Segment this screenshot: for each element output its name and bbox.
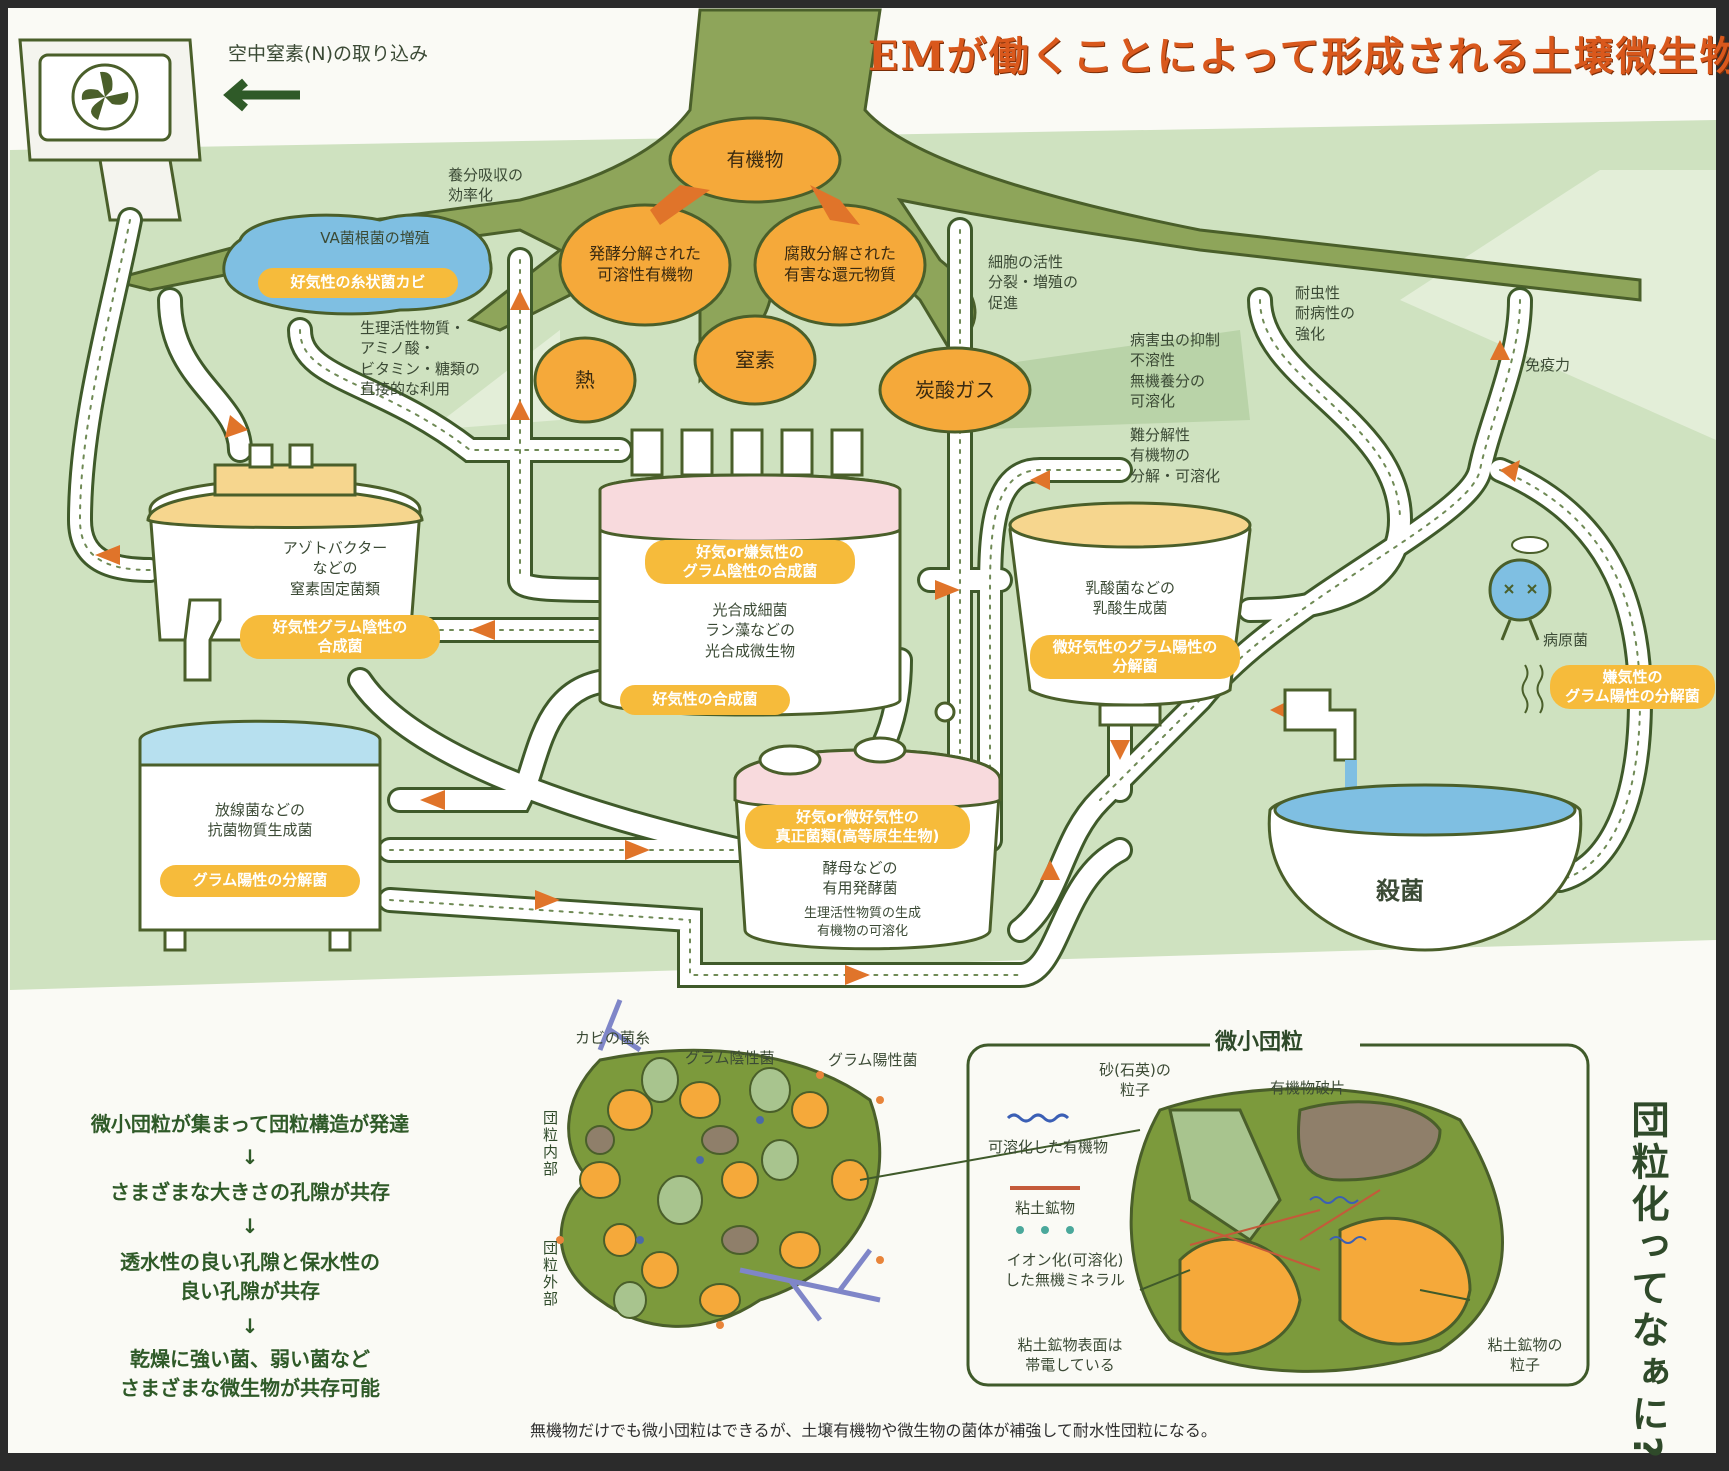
yeast-sub-label: 生理活性物質の生成 有機物の可溶化: [803, 906, 921, 939]
actinomycetes-pill: グラム陽性の分解菌: [160, 865, 360, 897]
soluble-organic-label: 可溶化した有機物: [988, 1138, 1109, 1156]
immunity-label: 免疫力: [1525, 356, 1571, 374]
tank-photosynthetic: [598, 428, 902, 717]
sterilize-bowl: [1267, 688, 1583, 952]
disease-resist-label: 耐虫性 耐病性の 強化: [1295, 284, 1356, 343]
ion-label: イオン化(可溶化) した無機ミネラル: [1004, 1251, 1125, 1290]
tank-actinomycetes: [138, 719, 382, 952]
photosynthetic-pill-top: 好気or嫌気性の グラム陰性の合成菌: [645, 540, 855, 584]
sterilize-label: 殺菌: [1376, 877, 1424, 905]
flow-arrows: [95, 290, 1520, 985]
pathogen-label: 病原菌: [1543, 631, 1589, 649]
page-title: EMが働くことによって形成される土壌微生物叢: [868, 33, 1729, 80]
aggregate-cluster: [556, 999, 884, 1329]
what-is-aggregation-label: 団粒化ってなぁに?: [1625, 1100, 1669, 1463]
organic-fragment-label: 有機物破片: [1270, 1079, 1346, 1097]
inside-label: 団粒内部: [541, 1110, 559, 1178]
footnote: 無機物だけでも微小団粒はできるが、土壌有機物や微生物の菌体が補強して耐水性団粒に…: [530, 1421, 1217, 1440]
anaerobic-pill: 嫌気性の グラム陽性の分解菌: [1550, 665, 1715, 709]
decompose-arrows: [650, 185, 860, 225]
photosynthetic-pill-bottom: 好気性の合成菌: [620, 685, 790, 715]
tank-yeast: [733, 701, 1002, 951]
rot-label: 腐敗分解された 有害な還元物質: [783, 244, 896, 284]
micro-aggregate: [1129, 1087, 1504, 1373]
gram-pos-label: グラム陽性菌: [828, 1051, 918, 1069]
flow-arrow-3: ↓: [241, 1314, 259, 1338]
gram-neg-label: グラム陰性菌: [685, 1049, 775, 1067]
fan-box-icon: [18, 38, 202, 222]
co2-label: 炭酸ガス: [915, 378, 995, 402]
flow-arrow-1: ↓: [241, 1145, 259, 1169]
organic-matter-label: 有機物: [726, 148, 784, 171]
flow-step-2: さまざまな大きさの孔隙が共存: [110, 1180, 390, 1204]
azotobacter-label: アゾトバクター などの 窒素固定菌類: [282, 539, 388, 598]
azotobacter-pill: 好気性グラム陰性の 合成菌: [240, 615, 440, 659]
sand-label: 砂(石英)の 粒子: [1099, 1061, 1171, 1100]
micro-aggregate-title: 微小団粒: [1215, 1030, 1304, 1055]
va-fungi-pill: 好気性の糸状菌カビ: [258, 268, 458, 298]
clay-charge-label: 粘土鉱物表面は 帯電している: [1017, 1336, 1123, 1375]
left-arrow-icon: [223, 78, 300, 112]
physio-substances-label: 生理活性物質・ アミノ酸・ ビタミン・糖類の 直接的な利用: [360, 319, 481, 398]
flow-step-1: 微小団粒が集まって団粒構造が発達: [90, 1112, 410, 1136]
heat-label: 熱: [575, 368, 595, 392]
fungi-pill: 好気or微好気性の 真正菌類(高等原生生物): [745, 805, 970, 849]
lactic-label: 乳酸菌などの 乳酸生成菌: [1084, 579, 1175, 618]
clay-label: 粘土鉱物: [1015, 1199, 1076, 1217]
ion-legend-icon: [1016, 1226, 1074, 1234]
air-nitrogen-label: 空中窒素(N)の取り込み: [228, 43, 429, 65]
soluble-organic-legend-icon: [1006, 1113, 1070, 1123]
photosynthetic-label: 光合成細菌 ラン藻などの 光合成微生物: [704, 601, 795, 660]
pest-control-label: 病害虫の抑制 不溶性 無機養分の 可溶化: [1130, 331, 1221, 410]
hard-decomp-label: 難分解性 有機物の 分解・可溶化: [1130, 426, 1221, 485]
va-fungi-label: VA菌根菌の増殖: [320, 229, 430, 247]
lactic-pill: 微好気性のグラム陽性の 分解菌: [1030, 635, 1240, 679]
organic-blobs: [533, 116, 1032, 434]
outside-label: 団粒外部: [541, 1240, 559, 1308]
pathogen-icon: [1488, 536, 1552, 641]
yeast-label: 酵母などの 有用発酵菌: [822, 859, 898, 898]
hyphae-label: カビの菌糸: [575, 1029, 651, 1047]
actinomycetes-label: 放線菌などの 抗菌物質生成菌: [207, 801, 313, 840]
tank-azotobacter: [146, 443, 424, 682]
nutrient-absorption-label: 養分吸収の 効率化: [448, 166, 524, 205]
flow-step-3: 透水性の良い孔隙と保水性の 良い孔隙が共存: [120, 1250, 380, 1303]
ferment-label: 発酵分解された 可溶性有機物: [588, 244, 701, 284]
clay-particle-label: 粘土鉱物の 粒子: [1487, 1336, 1563, 1375]
nitrogen-label: 窒素: [735, 348, 775, 372]
cell-activity-label: 細胞の活性 分裂・増殖の 促進: [988, 253, 1079, 312]
flow-step-4: 乾燥に強い菌、弱い菌など さまざまな微生物が共存可能: [120, 1347, 380, 1400]
flow-arrow-2: ↓: [241, 1214, 259, 1238]
